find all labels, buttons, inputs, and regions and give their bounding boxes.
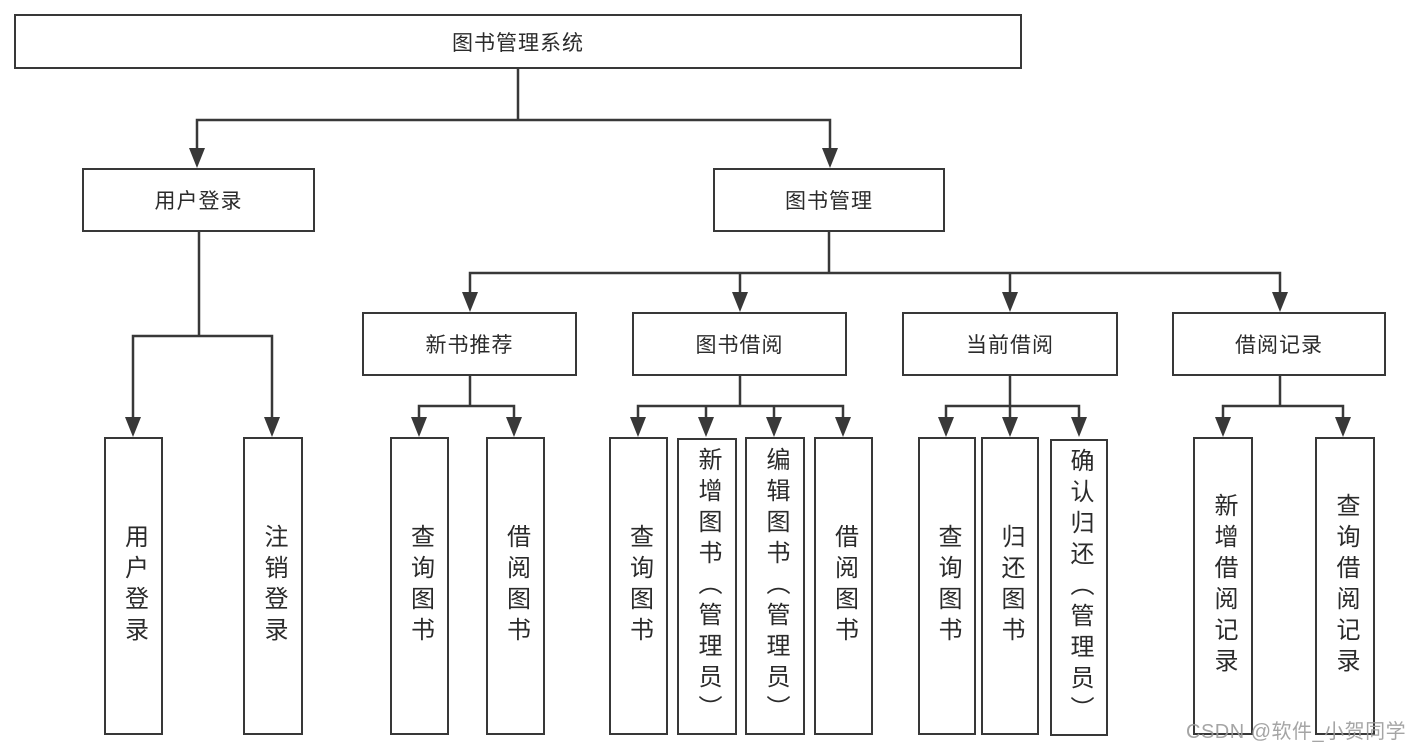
leaf-query-books-borrowing: 查询图书 (609, 437, 668, 735)
node-new-book-recommendation: 新书推荐 (362, 312, 577, 376)
node-user-login: 用户登录 (82, 168, 315, 232)
leaf-add-book-admin: 新增图书（管理员） (677, 438, 737, 735)
root-node: 图书管理系统 (14, 14, 1022, 69)
leaf-add-borrow-record: 新增借阅记录 (1193, 437, 1253, 735)
node-current-borrowing: 当前借阅 (902, 312, 1118, 376)
leaf-query-books-current: 查询图书 (918, 437, 976, 735)
leaf-query-borrow-record: 查询借阅记录 (1315, 437, 1375, 735)
leaf-borrow-books-borrowing: 借阅图书 (814, 437, 873, 735)
leaf-borrow-books-recommend: 借阅图书 (486, 437, 545, 735)
node-borrowing-records: 借阅记录 (1172, 312, 1386, 376)
leaf-logout: 注销登录 (243, 437, 303, 735)
leaf-return-books: 归还图书 (981, 437, 1039, 735)
leaf-user-login: 用户登录 (104, 437, 163, 735)
node-book-management: 图书管理 (713, 168, 945, 232)
leaf-edit-book-admin: 编辑图书（管理员） (745, 437, 805, 735)
node-book-borrowing: 图书借阅 (632, 312, 847, 376)
leaf-confirm-return-admin: 确认归还（管理员） (1050, 439, 1108, 736)
watermark: CSDN @软件_小贺同学 (1186, 721, 1405, 743)
leaf-query-books-recommend: 查询图书 (390, 437, 449, 735)
